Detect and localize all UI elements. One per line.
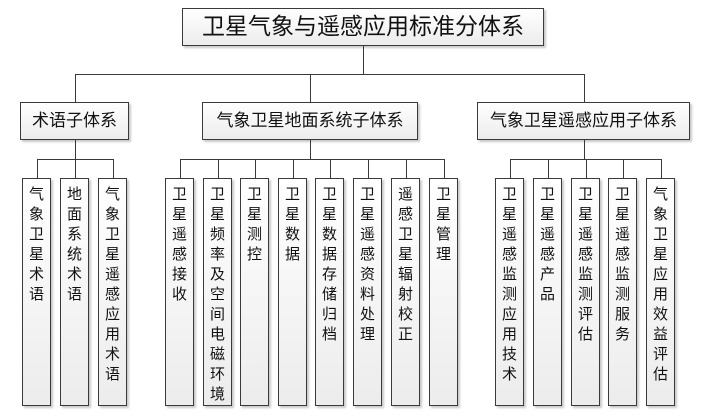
root-label: 卫星气象与遥感应用标准分体系 xyxy=(202,14,524,40)
leaf-label: 卫星数据存储归档 xyxy=(321,185,337,343)
leaf-connector xyxy=(406,159,407,178)
leaf-label: 卫星数据 xyxy=(284,185,300,263)
leaf-label: 气象卫星术语 xyxy=(28,185,44,303)
subsystem-connector xyxy=(75,74,76,102)
subsystem-node: 气象卫星遥感应用子体系 xyxy=(477,102,690,140)
leaf-connector xyxy=(218,159,219,178)
level1-bus xyxy=(75,74,585,75)
subsystem-label: 气象卫星遥感应用子体系 xyxy=(490,111,677,131)
standard-leaf-node: 卫星遥感监测应用技术 xyxy=(495,178,524,406)
leaf-connector xyxy=(330,159,331,178)
leaf-connector xyxy=(444,159,445,178)
subsystem-down-connector xyxy=(584,140,585,159)
subsystem-down-connector xyxy=(310,140,311,159)
leaf-connector xyxy=(368,159,369,178)
leaf-label: 卫星测控 xyxy=(246,185,262,263)
standard-leaf-node: 卫星遥感产品 xyxy=(533,178,562,406)
leaf-connector xyxy=(623,159,624,178)
standard-leaf-node: 卫星数据 xyxy=(278,178,307,406)
leaf-label: 卫星遥感监测应用技术 xyxy=(501,185,517,383)
subsystem-down-connector xyxy=(75,140,76,159)
standard-leaf-node: 卫星数据存储归档 xyxy=(315,178,344,406)
standard-leaf-node: 卫星测控 xyxy=(240,178,269,406)
leaf-label: 气象卫星遥感应用术语 xyxy=(104,185,120,383)
standard-leaf-node: 卫星管理 xyxy=(429,178,458,406)
leaf-connector xyxy=(75,159,76,178)
leaf-label: 卫星遥感资料处理 xyxy=(359,185,375,343)
standard-leaf-node: 气象卫星遥感应用术语 xyxy=(98,178,127,406)
subsystem-label: 术语子体系 xyxy=(32,111,117,131)
leaf-label: 地面系统术语 xyxy=(66,185,82,303)
leaf-label: 卫星遥感监测服务 xyxy=(614,185,630,343)
leaf-connector xyxy=(293,159,294,178)
leaf-connector xyxy=(510,159,511,178)
leaf-connector xyxy=(548,159,549,178)
standard-leaf-node: 卫星遥感监测评估 xyxy=(571,178,600,406)
leaf-connector xyxy=(113,159,114,178)
leaf-label: 气象卫星应用效益评估 xyxy=(652,185,668,383)
leaf-label: 遥感卫星辐射校正 xyxy=(397,185,413,343)
leaf-label: 卫星频率及空间电磁环境 xyxy=(209,185,225,403)
subsystem-node: 术语子体系 xyxy=(20,102,129,140)
standard-leaf-node: 卫星遥感接收 xyxy=(165,178,194,406)
standard-leaf-node: 卫星遥感监测服务 xyxy=(608,178,637,406)
subsystem-connector xyxy=(584,74,585,102)
root-node: 卫星气象与遥感应用标准分体系 xyxy=(182,8,544,46)
standard-leaf-node: 地面系统术语 xyxy=(60,178,89,406)
leaf-connector xyxy=(586,159,587,178)
leaf-connector xyxy=(37,159,38,178)
standard-leaf-node: 遥感卫星辐射校正 xyxy=(391,178,420,406)
standard-leaf-node: 气象卫星应用效益评估 xyxy=(646,178,675,406)
leaf-label: 卫星管理 xyxy=(435,185,451,263)
subsystem-label: 气象卫星地面系统子体系 xyxy=(216,111,404,131)
leaf-label: 卫星遥感监测评估 xyxy=(577,185,593,343)
root-connector xyxy=(363,46,364,74)
leaf-connector xyxy=(180,159,181,178)
standard-leaf-node: 气象卫星术语 xyxy=(22,178,51,406)
leaf-connector xyxy=(255,159,256,178)
standard-leaf-node: 卫星遥感资料处理 xyxy=(353,178,382,406)
standard-leaf-node: 卫星频率及空间电磁环境 xyxy=(203,178,232,406)
leaf-label: 卫星遥感产品 xyxy=(539,185,555,303)
level2-bus xyxy=(180,159,445,160)
subsystem-connector xyxy=(310,74,311,102)
subsystem-node: 气象卫星地面系统子体系 xyxy=(202,102,418,140)
leaf-label: 卫星遥感接收 xyxy=(171,185,187,303)
leaf-connector xyxy=(661,159,662,178)
